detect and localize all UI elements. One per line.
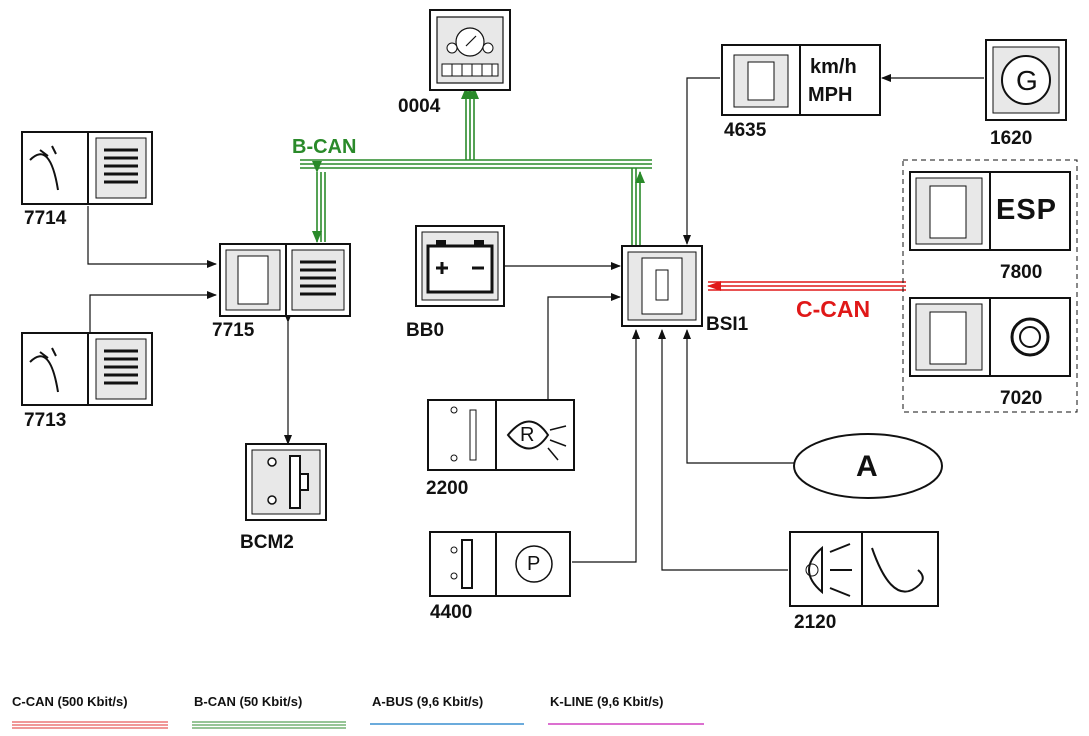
legend-a-bus: A-BUS (9,6 Kbit/s) [372,694,484,709]
label-1620: 1620 [990,128,1033,149]
label-7715: 7715 [212,320,255,341]
label-0004: 0004 [398,96,441,117]
generator-letter: G [1016,65,1038,96]
label-bsi1: BSI1 [706,314,749,335]
c-can-label: C-CAN [796,296,871,322]
bcm2-unit [245,443,327,521]
reverse-switch-2200 [427,399,575,471]
speed-unit-mph: MPH [808,84,853,106]
legend-k-line: K-LINE (9,6 Kbit/s) [550,694,664,709]
reverse-letter: R [520,424,535,446]
legend-c-can: C-CAN (500 Kbit/s) [12,694,128,709]
sensor-7714 [21,131,153,205]
label-bb0: BB0 [406,320,445,341]
speed-unit-kmh: km/h [810,56,857,78]
connector-a [793,433,943,499]
legend-lines [12,721,704,729]
instrument-panel-0004 [429,9,511,91]
connector-a-label: A [856,450,878,483]
headlamp-2120 [789,531,939,607]
esp-module-7800 [909,171,1071,251]
label-7800: 7800 [1000,262,1043,283]
label-bcm2: BCM2 [240,532,294,553]
park-switch-4400 [429,531,571,597]
label-7714: 7714 [24,208,67,229]
b-can-label: B-CAN [292,136,357,158]
legend-b-can: B-CAN (50 Kbit/s) [194,694,303,709]
battery-bb0 [415,225,505,307]
label-7713: 7713 [24,410,67,431]
label-2200: 2200 [426,478,469,499]
wires [87,74,984,571]
sensor-7713 [21,332,153,406]
module-7715 [219,243,351,317]
c-can-bus [707,281,906,291]
c-can-group [902,159,1078,413]
module-7020 [909,297,1071,377]
generator-1620 [985,39,1067,121]
speed-module-4635 [721,44,881,116]
label-4400: 4400 [430,602,473,623]
bsi1-unit [621,245,703,327]
esp-label: ESP [996,194,1058,226]
label-2120: 2120 [794,612,837,633]
b-can-bus [300,87,652,246]
label-4635: 4635 [724,120,767,141]
park-letter: P [527,553,541,575]
label-7020: 7020 [1000,388,1043,409]
